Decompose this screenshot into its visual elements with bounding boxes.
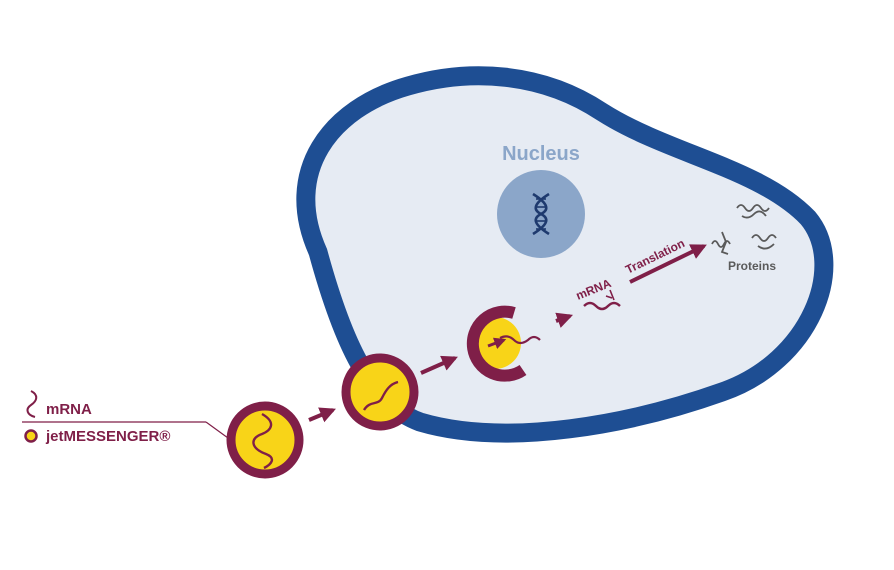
legend-pointer-line-diagonal — [205, 421, 229, 439]
process-arrow-1 — [308, 407, 336, 423]
protein-structure-icon — [711, 204, 777, 255]
jetmessenger-particle-1 — [226, 401, 304, 479]
process-arrow-4 — [555, 312, 574, 328]
mrna-strand-icon — [583, 301, 621, 311]
nucleus-label: Nucleus — [502, 143, 580, 165]
jetmessenger-particle-2 — [341, 353, 419, 431]
process-arrow-2 — [420, 355, 458, 375]
legend-particle-icon — [24, 429, 38, 443]
legend-mrna-icon — [26, 390, 38, 418]
mrna-strand-tick — [605, 289, 615, 301]
legend-carrier-label: jetMESSENGER® — [45, 428, 170, 445]
dna-helix-icon — [532, 192, 550, 236]
cell-membrane — [296, 66, 834, 443]
translation-arrow — [629, 244, 707, 284]
legend-mrna-label: mRNA — [46, 401, 92, 418]
process-arrow-3 — [487, 337, 507, 349]
proteins-label: Proteins — [728, 259, 776, 273]
